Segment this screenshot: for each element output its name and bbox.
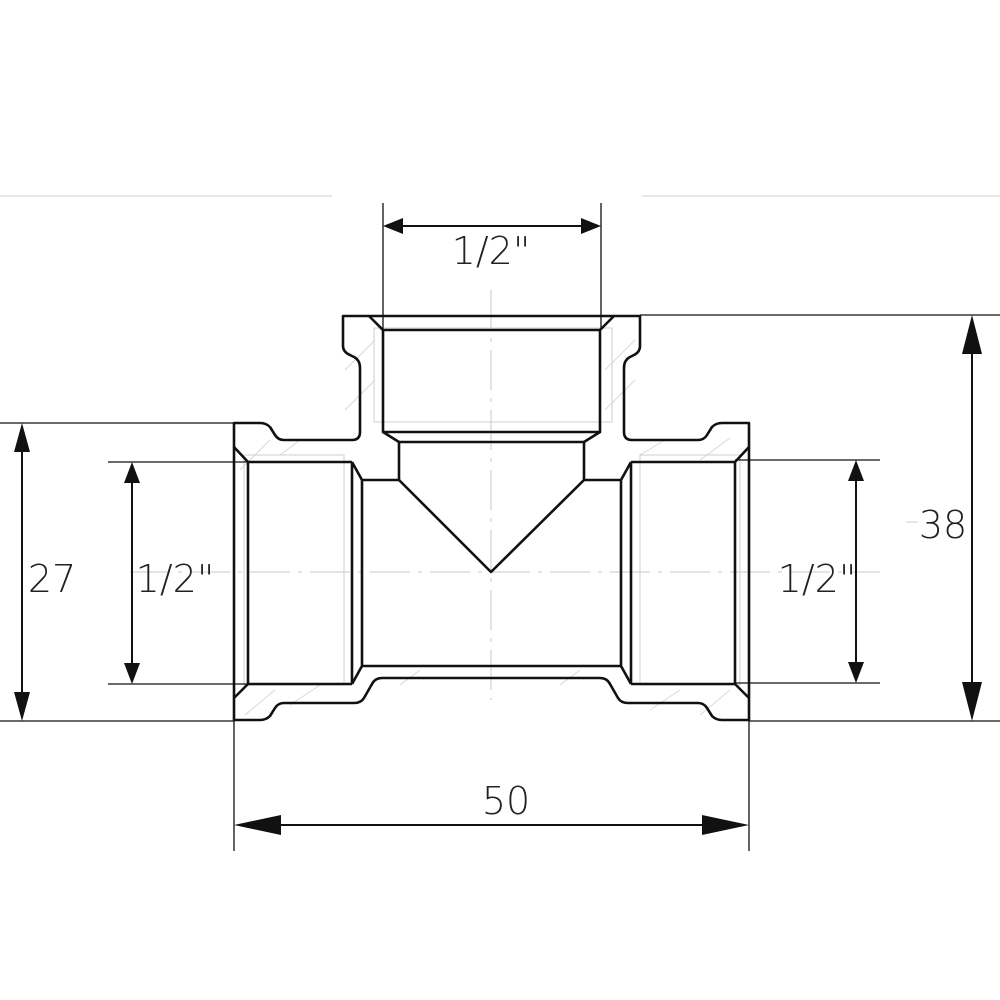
left-thread-label: 1/2" [136,557,215,601]
top-thread-label: 1/2" [452,229,531,273]
dimension-outer-diameter: 27 [0,422,234,722]
run-bore [362,478,621,668]
overall-height-label: 38 [919,503,967,547]
dimension-top-thread: 1/2" [382,203,602,330]
construction-lines [0,195,1000,700]
dimension-overall-length: 50 [233,720,750,851]
dimension-left-thread: 1/2" [108,461,248,685]
overall-length-label: 50 [482,779,530,823]
right-port [619,446,750,699]
dimension-overall-height: 38 [640,314,1000,722]
right-thread-label: 1/2" [778,557,857,601]
left-port [233,446,364,699]
outer-diameter-label: 27 [28,557,76,601]
tee-body-outline [232,314,751,722]
section-hatching [239,327,741,716]
dimension-right-thread: 1/2" [735,459,880,684]
top-port [368,315,615,574]
